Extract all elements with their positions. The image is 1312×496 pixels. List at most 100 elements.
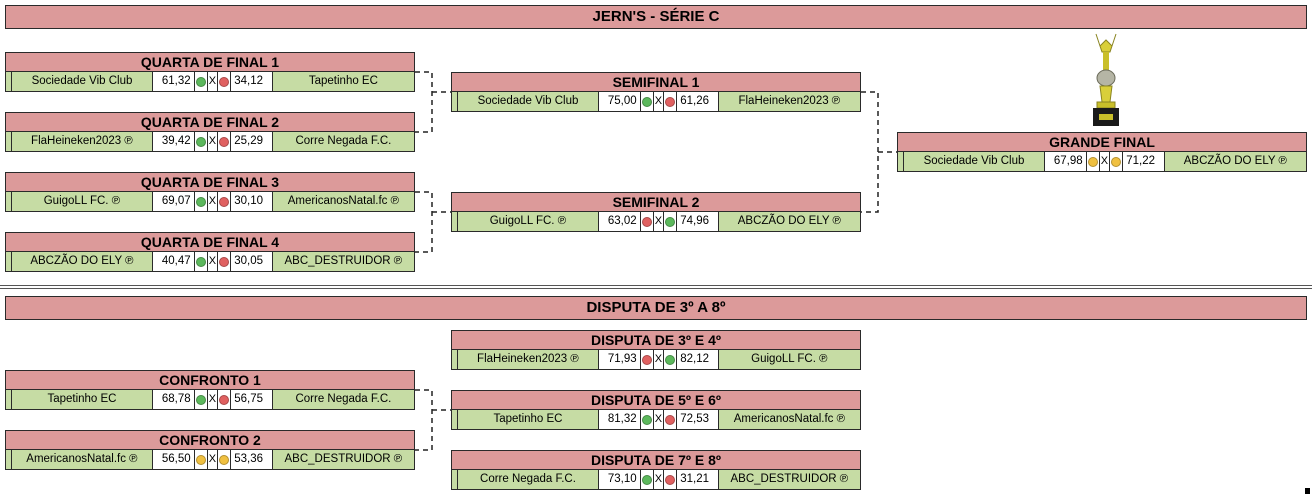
match-row: Sociedade Vib Club 61,32 X 34,12 Tapetin… (6, 72, 415, 91)
tie-dot-icon (1111, 156, 1122, 167)
home-score: 73,10 (599, 470, 641, 489)
match-row: FlaHeineken2023 ℗ 71,93 X 82,12 GuigoLL … (452, 350, 861, 369)
home-status-icon (194, 252, 209, 271)
home-team: GuigoLL FC. ℗ (11, 192, 154, 211)
match-row: FlaHeineken2023 ℗ 39,42 X 25,29 Corre Ne… (6, 132, 415, 151)
away-status-icon (217, 72, 232, 91)
row-stub (452, 92, 458, 111)
away-team: Corre Negada F.C. (272, 132, 415, 151)
row-stub (452, 212, 458, 231)
home-team: Corre Negada F.C. (457, 470, 600, 489)
home-score: 71,93 (599, 350, 641, 369)
home-team: Tapetinho EC (11, 390, 154, 409)
away-team: FlaHeineken2023 ℗ (718, 92, 861, 111)
win-dot-icon (641, 474, 652, 485)
home-score: 56,50 (153, 450, 195, 469)
match-7-8: DISPUTA DE 7º E 8º Corre Negada F.C. 73,… (451, 450, 861, 490)
win-dot-icon (641, 96, 652, 107)
row-stub (6, 132, 12, 151)
home-score: 61,32 (153, 72, 195, 91)
home-score: 81,32 (599, 410, 641, 429)
row-stub (6, 252, 12, 271)
away-team: ABC_DESTRUIDOR ℗ (718, 470, 861, 489)
loss-dot-icon (219, 76, 230, 87)
match-row: AmericanosNatal.fc ℗ 56,50 X 53,36 ABC_D… (6, 450, 415, 469)
win-dot-icon (195, 76, 206, 87)
row-stub (452, 470, 458, 489)
match-row: Tapetinho EC 68,78 X 56,75 Corre Negada … (6, 390, 415, 409)
match-qf3: QUARTA DE FINAL 3 GuigoLL FC. ℗ 69,07 X … (5, 172, 415, 212)
match-qf2: QUARTA DE FINAL 2 FlaHeineken2023 ℗ 39,4… (5, 112, 415, 152)
match-label: DISPUTA DE 7º E 8º (452, 451, 860, 470)
loss-dot-icon (665, 474, 676, 485)
away-status-icon (663, 350, 678, 369)
match-qf4: QUARTA DE FINAL 4 ABCZÃO DO ELY ℗ 40,47 … (5, 232, 415, 272)
away-score: 53,36 (231, 450, 273, 469)
home-status-icon (640, 410, 655, 429)
versus-label: X (208, 132, 218, 151)
away-status-icon (663, 410, 678, 429)
match-row: GuigoLL FC. ℗ 69,07 X 30,10 AmericanosNa… (6, 192, 415, 211)
row-stub (452, 350, 458, 369)
match-row: Sociedade Vib Club 67,98 X 71,22 ABCZÃO … (898, 152, 1307, 171)
versus-label: X (208, 450, 218, 469)
home-team: Sociedade Vib Club (11, 72, 154, 91)
home-status-icon (194, 192, 209, 211)
versus-label: X (654, 212, 664, 231)
match-label: CONFRONTO 2 (6, 431, 414, 450)
match-final: GRANDE FINAL Sociedade Vib Club 67,98 X … (897, 132, 1307, 172)
loss-dot-icon (219, 256, 230, 267)
match-row: GuigoLL FC. ℗ 63,02 X 74,96 ABCZÃO DO EL… (452, 212, 861, 231)
home-status-icon (640, 470, 655, 489)
section-divider (0, 288, 1312, 289)
trophy-icon (1088, 32, 1124, 133)
away-score: 34,12 (231, 72, 273, 91)
home-score: 63,02 (599, 212, 641, 231)
versus-label: X (208, 192, 218, 211)
home-team: FlaHeineken2023 ℗ (11, 132, 154, 151)
versus-label: X (208, 252, 218, 271)
match-sf1: SEMIFINAL 1 Sociedade Vib Club 75,00 X 6… (451, 72, 861, 112)
versus-label: X (654, 470, 664, 489)
row-stub (898, 152, 904, 171)
match-row: ABCZÃO DO ELY ℗ 40,47 X 30,05 ABC_DESTRU… (6, 252, 415, 271)
away-status-icon (663, 470, 678, 489)
away-team: ABC_DESTRUIDOR ℗ (272, 450, 415, 469)
row-stub (6, 450, 12, 469)
away-score: 31,21 (677, 470, 719, 489)
home-team: Tapetinho EC (457, 410, 600, 429)
match-label: CONFRONTO 1 (6, 371, 414, 390)
match-label: QUARTA DE FINAL 4 (6, 233, 414, 252)
loss-dot-icon (219, 196, 230, 207)
home-status-icon (640, 92, 655, 111)
match-sf2: SEMIFINAL 2 GuigoLL FC. ℗ 63,02 X 74,96 … (451, 192, 861, 232)
loss-dot-icon (219, 136, 230, 147)
away-score: 74,96 (677, 212, 719, 231)
match-label: QUARTA DE FINAL 3 (6, 173, 414, 192)
home-status-icon (1086, 152, 1101, 171)
match-qf1: QUARTA DE FINAL 1 Sociedade Vib Club 61,… (5, 52, 415, 92)
match-label: QUARTA DE FINAL 2 (6, 113, 414, 132)
row-stub (452, 410, 458, 429)
home-status-icon (194, 72, 209, 91)
away-status-icon (217, 192, 232, 211)
away-status-icon (1109, 152, 1124, 171)
versus-label: X (654, 350, 664, 369)
home-score: 68,78 (153, 390, 195, 409)
row-stub (6, 72, 12, 91)
loss-dot-icon (665, 414, 676, 425)
section-divider (0, 285, 1312, 286)
match-row: Sociedade Vib Club 75,00 X 61,26 FlaHein… (452, 92, 861, 111)
loss-dot-icon (641, 216, 652, 227)
win-dot-icon (195, 196, 206, 207)
resize-handle[interactable] (1305, 488, 1310, 494)
tie-dot-icon (219, 454, 230, 465)
match-3-4: DISPUTA DE 3º E 4º FlaHeineken2023 ℗ 71,… (451, 330, 861, 370)
away-team: Corre Negada F.C. (272, 390, 415, 409)
section-title: DISPUTA DE 3º A 8º (5, 296, 1307, 320)
home-status-icon (194, 450, 209, 469)
away-team: AmericanosNatal.fc ℗ (272, 192, 415, 211)
home-score: 69,07 (153, 192, 195, 211)
win-dot-icon (195, 394, 206, 405)
home-status-icon (640, 212, 655, 231)
